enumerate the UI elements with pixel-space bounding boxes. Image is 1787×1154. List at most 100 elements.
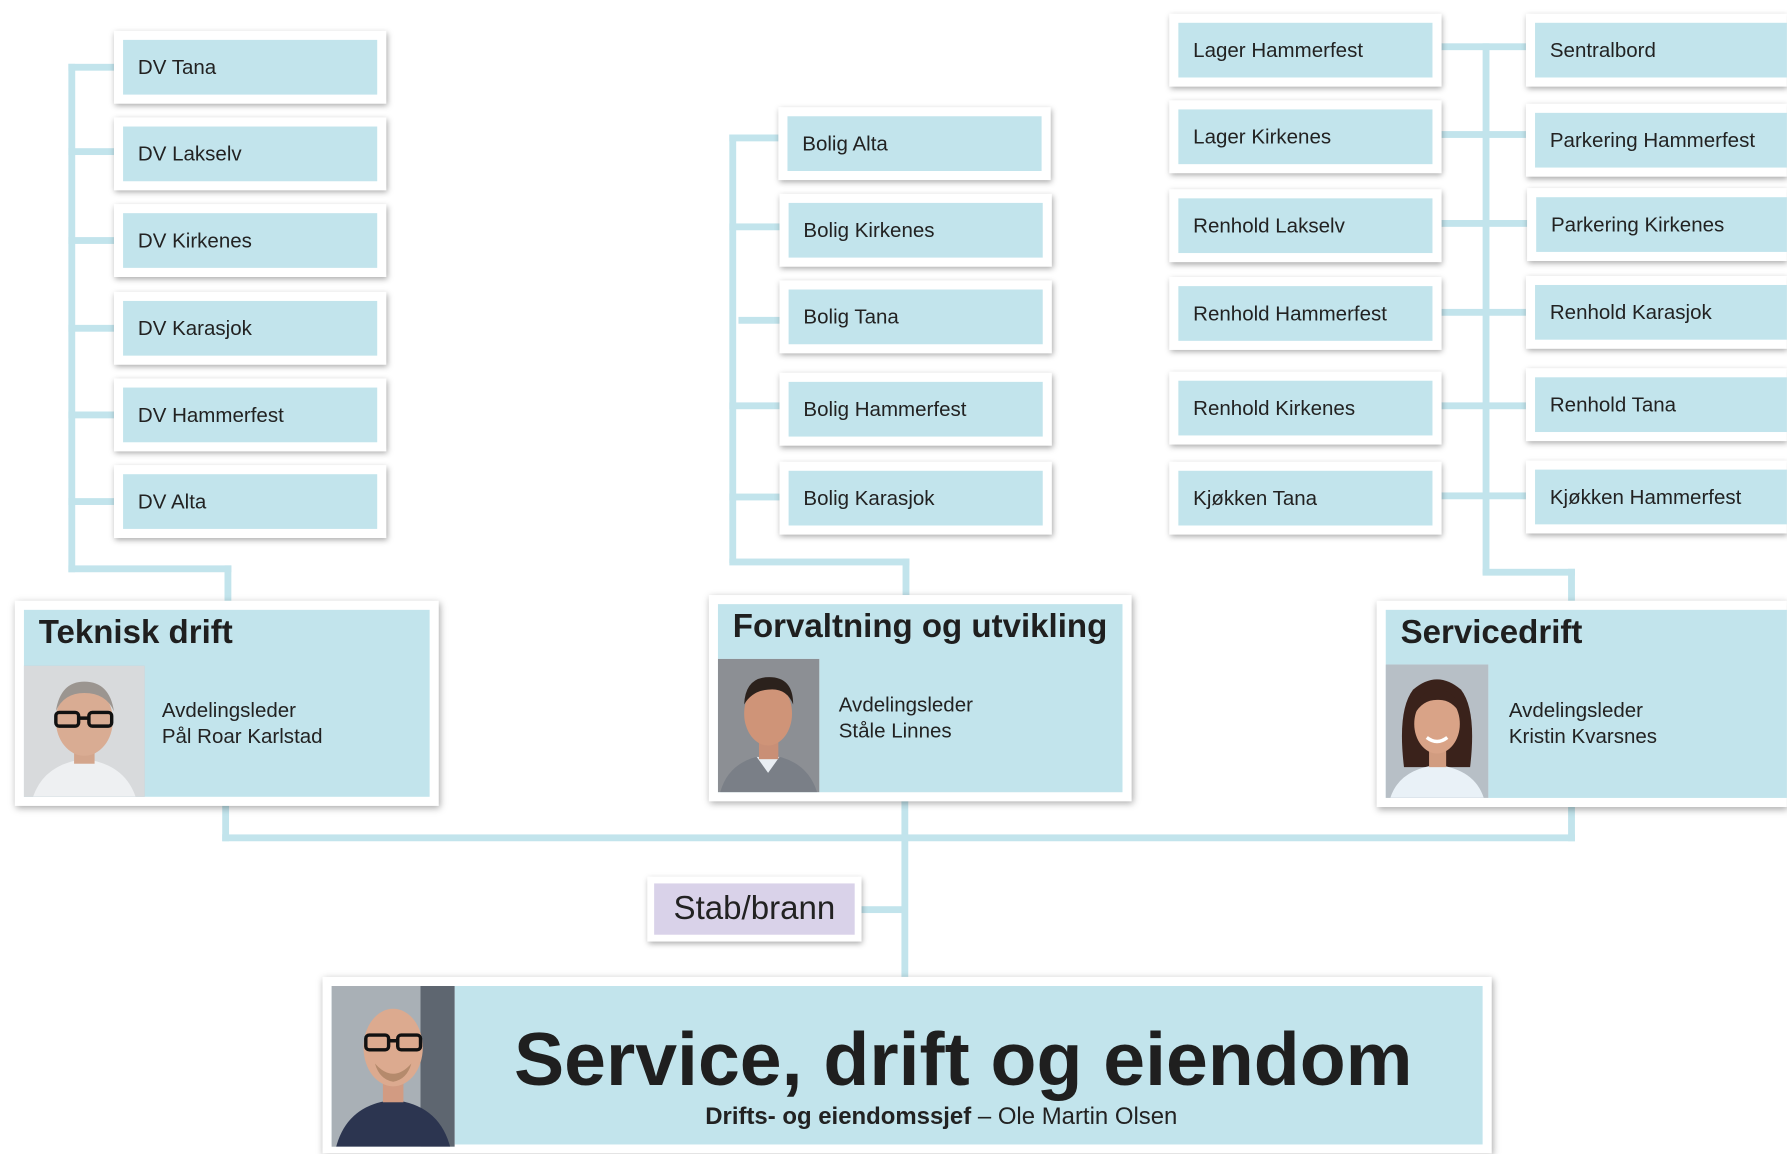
unit-box-parkering-kirkenes: Parkering Kirkenes (1527, 188, 1787, 262)
unit-box-lager-kirkenes: Lager Kirkenes (1169, 100, 1442, 174)
unit-label: DV Tana (123, 39, 378, 95)
leader-name: Ståle Linnes (838, 719, 952, 743)
connector (738, 316, 785, 324)
unit-box-renhold-tana: Renhold Tana (1525, 368, 1787, 442)
connector (1482, 43, 1490, 575)
unit-box-bolig-tana: Bolig Tana (779, 280, 1052, 354)
unit-label: Bolig Kirkenes (788, 202, 1043, 258)
connector (68, 63, 76, 573)
main-unit-box: Service, drift og eiendom Drifts- og eie… (322, 976, 1492, 1154)
connector (68, 565, 232, 573)
avatar (331, 986, 455, 1147)
leader-info: Avdelingsleder Ståle Linnes (839, 692, 973, 744)
unit-box-bolig-karasjok: Bolig Karasjok (779, 461, 1052, 535)
leader-role: Avdelingsleder (838, 693, 973, 716)
connector (1440, 492, 1532, 500)
unit-box-parkering-hammerfest: Parkering Hammerfest (1525, 103, 1787, 177)
unit-label: Bolig Hammerfest (788, 381, 1043, 437)
main-subtitle-role: Drifts- og eiendomssjef (705, 1103, 972, 1130)
unit-label: Renhold Tana (1535, 377, 1787, 433)
connector (859, 906, 908, 914)
main-subtitle-name: – Ole Martin Olsen (971, 1103, 1178, 1130)
unit-box-bolig-kirkenes: Bolig Kirkenes (779, 193, 1052, 267)
connector (729, 134, 785, 142)
stab-box: Stab/brann (647, 876, 862, 942)
connector (1440, 43, 1532, 51)
connector (68, 324, 119, 332)
unit-label: DV Hammerfest (123, 387, 378, 443)
person-photo-icon (1385, 664, 1489, 798)
unit-box-dv-kirkenes: DV Kirkenes (113, 204, 387, 277)
connector (68, 63, 119, 71)
unit-label: Renhold Kirkenes (1178, 380, 1433, 436)
connector (902, 558, 910, 598)
leader-name: Pål Roar Karlstad (161, 724, 323, 748)
unit-box-dv-lakselv: DV Lakselv (113, 117, 387, 191)
leader-role: Avdelingsleder (161, 698, 297, 722)
unit-label: DV Karasjok (123, 300, 378, 356)
unit-label: Lager Kirkenes (1178, 109, 1433, 165)
connector (729, 402, 785, 410)
unit-label: Lager Hammerfest (1178, 22, 1433, 78)
unit-box-dv-karasjok: DV Karasjok (113, 291, 387, 365)
unit-box-dv-hammerfest: DV Hammerfest (113, 378, 387, 452)
unit-label: Sentralbord (1535, 22, 1787, 78)
unit-box-bolig-hammerfest: Bolig Hammerfest (779, 372, 1052, 446)
connector (68, 498, 119, 505)
connector (1440, 308, 1532, 316)
unit-label: Renhold Lakselv (1178, 198, 1433, 254)
unit-label: Renhold Hammerfest (1178, 286, 1433, 341)
unit-label: Bolig Alta (787, 116, 1042, 171)
unit-box-kjokken-hammerfest: Kjøkken Hammerfest (1525, 460, 1787, 534)
connector (1440, 402, 1532, 410)
stab-label: Stab/brann (654, 883, 855, 935)
connector (68, 411, 119, 419)
unit-box-sentralbord: Sentralbord (1525, 13, 1787, 87)
unit-box-dv-alta: DV Alta (113, 465, 387, 539)
unit-label: Parkering Hammerfest (1535, 112, 1787, 168)
department-title: Servicedrift (1400, 614, 1583, 651)
connector (729, 493, 785, 501)
connector (1568, 802, 1575, 842)
person-photo-icon (717, 658, 820, 793)
connector (68, 237, 119, 244)
main-title: Service, drift og eiendom (513, 1016, 1413, 1102)
leader-role: Avdelingsleder (1508, 698, 1644, 722)
connector (1482, 568, 1575, 576)
connector (901, 797, 909, 981)
connector (1440, 131, 1532, 138)
department-box-servicedrift: Servicedrift Avdelingsleder Kristin Kvar… (1376, 600, 1787, 808)
leader-name: Kristin Kvarsnes (1508, 724, 1658, 748)
department-box-teknisk-drift: Teknisk drift Avdelingsleder Pål Roar Ka… (14, 600, 439, 806)
unit-box-renhold-lakselv: Renhold Lakselv (1169, 189, 1442, 263)
unit-box-renhold-hammerfest: Renhold Hammerfest (1169, 276, 1442, 350)
leader-info: Avdelingsleder Pål Roar Karlstad (162, 698, 323, 750)
avatar (1385, 664, 1489, 798)
connector (68, 148, 119, 156)
unit-label: Bolig Karasjok (788, 470, 1043, 526)
unit-box-dv-tana: DV Tana (113, 30, 387, 104)
main-subtitle: Drifts- og eiendomssjef – Ole Martin Ols… (514, 1103, 1369, 1130)
unit-label: Parkering Kirkenes (1536, 197, 1787, 252)
unit-box-bolig-alta: Bolig Alta (778, 107, 1051, 181)
connector (222, 800, 230, 842)
unit-label: Kjøkken Tana (1178, 470, 1433, 526)
connector (729, 134, 737, 564)
connector (1568, 568, 1575, 606)
leader-info: Avdelingsleder Kristin Kvarsnes (1509, 698, 1657, 750)
unit-label: DV Kirkenes (123, 213, 378, 268)
connector (224, 565, 232, 602)
connector (729, 558, 910, 566)
unit-box-renhold-karasjok: Renhold Karasjok (1525, 275, 1787, 349)
department-box-forvaltning: Forvaltning og utvikling Avdelingsleder … (708, 595, 1132, 802)
unit-label: Kjøkken Hammerfest (1535, 469, 1787, 525)
unit-label: DV Alta (123, 474, 378, 529)
department-title: Forvaltning og utvikling (732, 608, 1108, 646)
avatar (23, 665, 145, 797)
unit-label: DV Lakselv (123, 126, 378, 182)
avatar (717, 658, 820, 793)
connector (729, 223, 785, 231)
unit-box-lager-hammerfest: Lager Hammerfest (1169, 13, 1442, 87)
person-photo-icon (331, 986, 455, 1147)
